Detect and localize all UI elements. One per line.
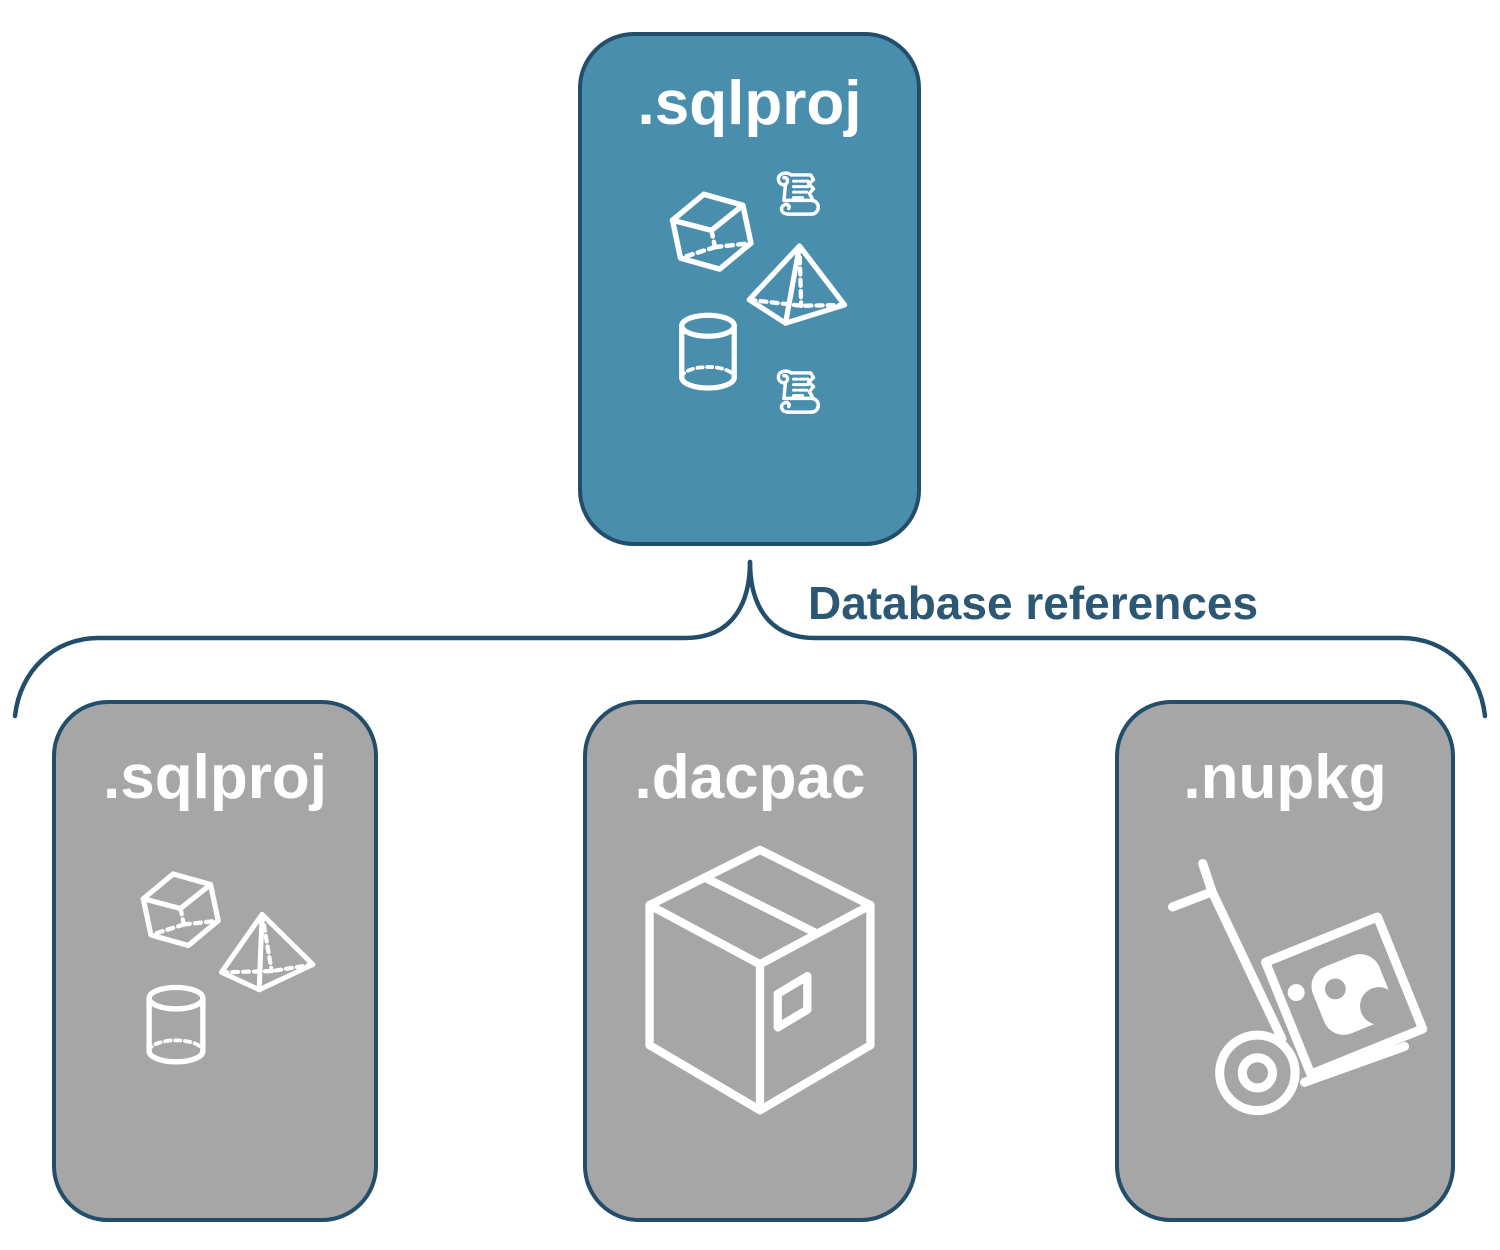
child-node-nupkg: .nupkg [1115, 700, 1455, 1222]
child-node-title: .dacpac [634, 743, 866, 812]
child-node-title: .nupkg [1183, 743, 1387, 812]
root-node-sqlproj: .sqlproj [578, 32, 921, 546]
scroll-icon [768, 364, 826, 419]
hand-truck-icon [1165, 856, 1429, 1120]
scroll-icon [768, 166, 826, 221]
cylinder-icon [674, 310, 742, 394]
connector-label: Database references [808, 577, 1259, 629]
cylinder-icon [141, 982, 211, 1068]
pyramid-icon [208, 899, 320, 1004]
package-box-icon [639, 842, 881, 1128]
pyramid-icon [744, 238, 848, 332]
root-node-title: .sqlproj [637, 69, 862, 138]
child-node-dacpac: .dacpac [583, 700, 917, 1222]
child-node-sqlproj: .sqlproj [52, 700, 378, 1222]
child-node-title: .sqlproj [103, 743, 327, 812]
